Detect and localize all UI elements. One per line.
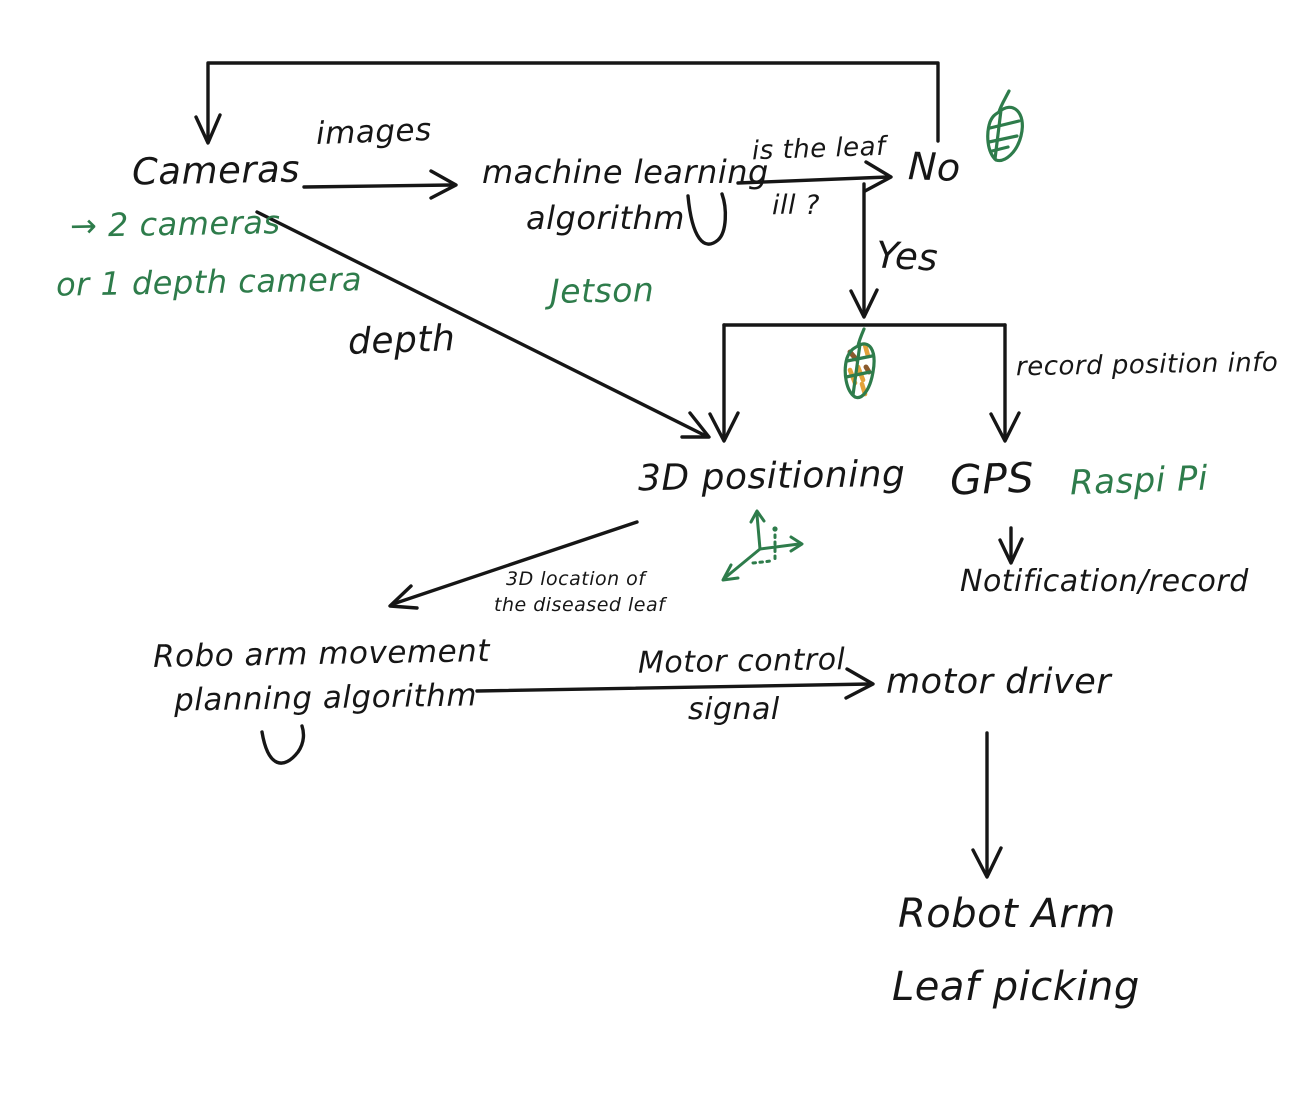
- edge-label-leaf-ill-line2: ill ?: [772, 190, 820, 221]
- node-3d-positioning: 3D positioning: [637, 453, 906, 500]
- edge-label-depth: depth: [347, 318, 456, 363]
- axes-3d-icon: [721, 509, 804, 582]
- node-motor-driver: motor driver: [886, 662, 1112, 702]
- edge-label-leaf-ill-line1: is the leaf: [751, 131, 887, 167]
- leaf-ill-arrowhead-icon: [863, 160, 893, 193]
- annotation-raspi-pi: Raspi Pi: [1069, 458, 1209, 504]
- edge-label-images: images: [315, 111, 433, 153]
- split-right-arrowhead-icon: [989, 411, 1021, 443]
- node-robo-arm-line2: planning algorithm: [173, 677, 478, 719]
- decision-no-label: No: [907, 144, 962, 190]
- annotation-two-cameras: → 2 cameras: [69, 203, 281, 245]
- yes-arrowhead-icon: [849, 288, 879, 319]
- robo-flourish-stroke: [260, 724, 306, 765]
- annotation-jetson: Jetson: [549, 270, 655, 311]
- node-robo-arm-line1: Robo arm movement: [152, 633, 491, 675]
- loop-arrowhead-icon: [194, 113, 222, 145]
- motor-driver-arrowhead-icon: [971, 846, 1003, 879]
- gps-arrowhead-icon: [998, 537, 1024, 565]
- images-arrow-line: [302, 183, 454, 189]
- node-notification: Notification/record: [960, 564, 1249, 599]
- edge-label-motor-control-line2: signal: [688, 692, 780, 727]
- ml-flourish-stroke: [686, 192, 728, 246]
- depth-arrow-line: [255, 210, 708, 438]
- node-robot-arm-line1: Robot Arm: [898, 891, 1116, 937]
- healthy-leaf-icon: [986, 89, 1024, 163]
- node-cameras: Cameras: [131, 147, 301, 194]
- leaf-ill-arrow-line: [736, 175, 890, 185]
- edge-label-location-line2: the diseased leaf: [494, 594, 666, 616]
- depth-arrowhead-icon: [680, 411, 711, 439]
- edge-label-motor-control-line1: Motor control: [637, 642, 846, 681]
- node-gps: GPS: [949, 453, 1035, 505]
- node-robot-arm-line2: Leaf picking: [892, 964, 1140, 1010]
- node-ml-line2: algorithm: [526, 199, 685, 237]
- diseased-leaf-icon: [843, 327, 876, 400]
- edge-label-record-position: record position info: [1015, 347, 1279, 383]
- annotation-depth-camera: or 1 depth camera: [55, 260, 363, 304]
- motor-control-arrow-line: [475, 682, 872, 693]
- loop-no-to-cameras-line: [206, 61, 940, 143]
- images-arrowhead-icon: [429, 169, 458, 200]
- edge-label-location-line1: 3D location of: [506, 568, 646, 590]
- location-arrowhead-icon: [388, 584, 419, 610]
- split-left-arrowhead-icon: [708, 411, 740, 443]
- motor-control-arrowhead-icon: [844, 667, 875, 700]
- node-ml-line1: machine learning: [482, 153, 769, 191]
- location-arrow-line: [391, 520, 639, 606]
- decision-yes-label: Yes: [874, 233, 940, 280]
